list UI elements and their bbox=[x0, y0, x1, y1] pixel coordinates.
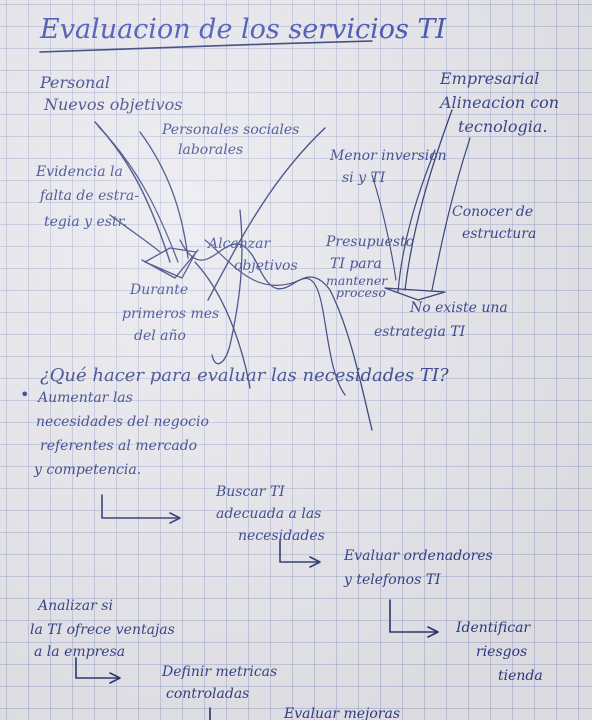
title-underline bbox=[39, 40, 373, 53]
arrowhead-buscar bbox=[169, 512, 181, 524]
left-arrowhead bbox=[141, 247, 199, 279]
identificar-3: tienda bbox=[498, 668, 543, 684]
question-heading: ¿Qué hacer para evaluar las necesidades … bbox=[40, 365, 449, 386]
aumentar-4: y competencia. bbox=[34, 462, 142, 478]
right-arrowhead bbox=[384, 287, 446, 301]
personales-sociales-2: laborales bbox=[178, 142, 244, 158]
identificar-2: riesgos bbox=[476, 644, 528, 660]
buscar-3: necesidades bbox=[238, 528, 325, 544]
empresarial-arrow-2 bbox=[397, 149, 436, 293]
durante-2: primeros mes bbox=[122, 306, 220, 322]
aumentar-1: Aumentar las bbox=[38, 390, 133, 406]
arrowhead-definir bbox=[109, 672, 121, 684]
evaluar-2: y telefonos TI bbox=[344, 572, 441, 588]
menor-inversion-2: si y TI bbox=[342, 170, 386, 186]
arrow-definir bbox=[75, 657, 119, 679]
alineacion-2: tecnologia. bbox=[458, 117, 548, 136]
personal-arrow-3 bbox=[139, 131, 189, 259]
definir-2: controladas bbox=[166, 686, 250, 702]
empresarial-arrow-1 bbox=[404, 109, 453, 291]
no-existe-1: No existe una bbox=[410, 300, 508, 316]
buscar-2: adecuada a las bbox=[216, 506, 322, 522]
aumentar-2: necesidades del negocio bbox=[36, 414, 209, 430]
presupuesto-3: mantener bbox=[326, 273, 388, 288]
alineacion-1: Alineacion con bbox=[440, 93, 560, 112]
analizar-3: a la empresa bbox=[34, 644, 126, 660]
bullet: • bbox=[20, 385, 30, 404]
loop-line bbox=[204, 239, 346, 396]
personal-arrow-2 bbox=[97, 125, 179, 263]
aumentar-3: referentes al mercado bbox=[40, 438, 198, 454]
arrowhead-identificar bbox=[427, 626, 439, 638]
conocer-2: estructura bbox=[462, 226, 537, 242]
empresarial-heading: Empresarial bbox=[440, 69, 540, 88]
personales-sociales-1: Personales sociales bbox=[162, 122, 300, 138]
presupuesto-1: Presupuesto bbox=[326, 234, 415, 250]
durante-3: del año bbox=[134, 328, 186, 344]
arrow-buscar bbox=[101, 494, 179, 519]
x-stroke-1 bbox=[207, 127, 326, 301]
definir-1: Definir metricas bbox=[162, 664, 278, 680]
analizar-1: Analizar si bbox=[38, 598, 113, 614]
personal-heading: Personal bbox=[40, 73, 110, 92]
menor-arrow bbox=[371, 174, 397, 281]
arrow-identificar bbox=[389, 599, 437, 633]
alcanzar-2: objetivos bbox=[234, 258, 298, 274]
conocer-1: Conocer de bbox=[452, 204, 534, 220]
durante-1: Durante bbox=[130, 282, 189, 298]
alcanzar-1: Alcanzar bbox=[208, 236, 271, 252]
presupuesto-4: proceso bbox=[336, 285, 386, 300]
evidencia-3: tegia y estr. bbox=[44, 214, 128, 230]
menor-inversion-1: Menor inversion bbox=[330, 148, 447, 164]
wave-line bbox=[179, 239, 373, 431]
evaluar-bottom: Evaluar mejoras bbox=[284, 706, 401, 720]
analizar-2: la TI ofrece ventajas bbox=[30, 622, 175, 638]
evidencia-arrow bbox=[109, 214, 161, 253]
identificar-1: Identificar bbox=[456, 620, 531, 636]
evaluar-1: Evaluar ordenadores bbox=[344, 548, 493, 564]
arrow-evaluar bbox=[279, 539, 319, 563]
buscar-1: Buscar TI bbox=[216, 484, 285, 500]
nuevos-objetivos: Nuevos objetivos bbox=[44, 95, 183, 114]
empresarial-arrow-3 bbox=[431, 137, 471, 291]
page-title: Evaluacion de los servicios TI bbox=[40, 14, 447, 45]
arrowhead-evaluar bbox=[309, 556, 321, 568]
evidencia-2: falta de estra- bbox=[40, 188, 139, 204]
no-existe-2: estrategia TI bbox=[374, 324, 466, 340]
evidencia-1: Evidencia la bbox=[36, 164, 123, 180]
presupuesto-2: TI para bbox=[330, 256, 382, 272]
